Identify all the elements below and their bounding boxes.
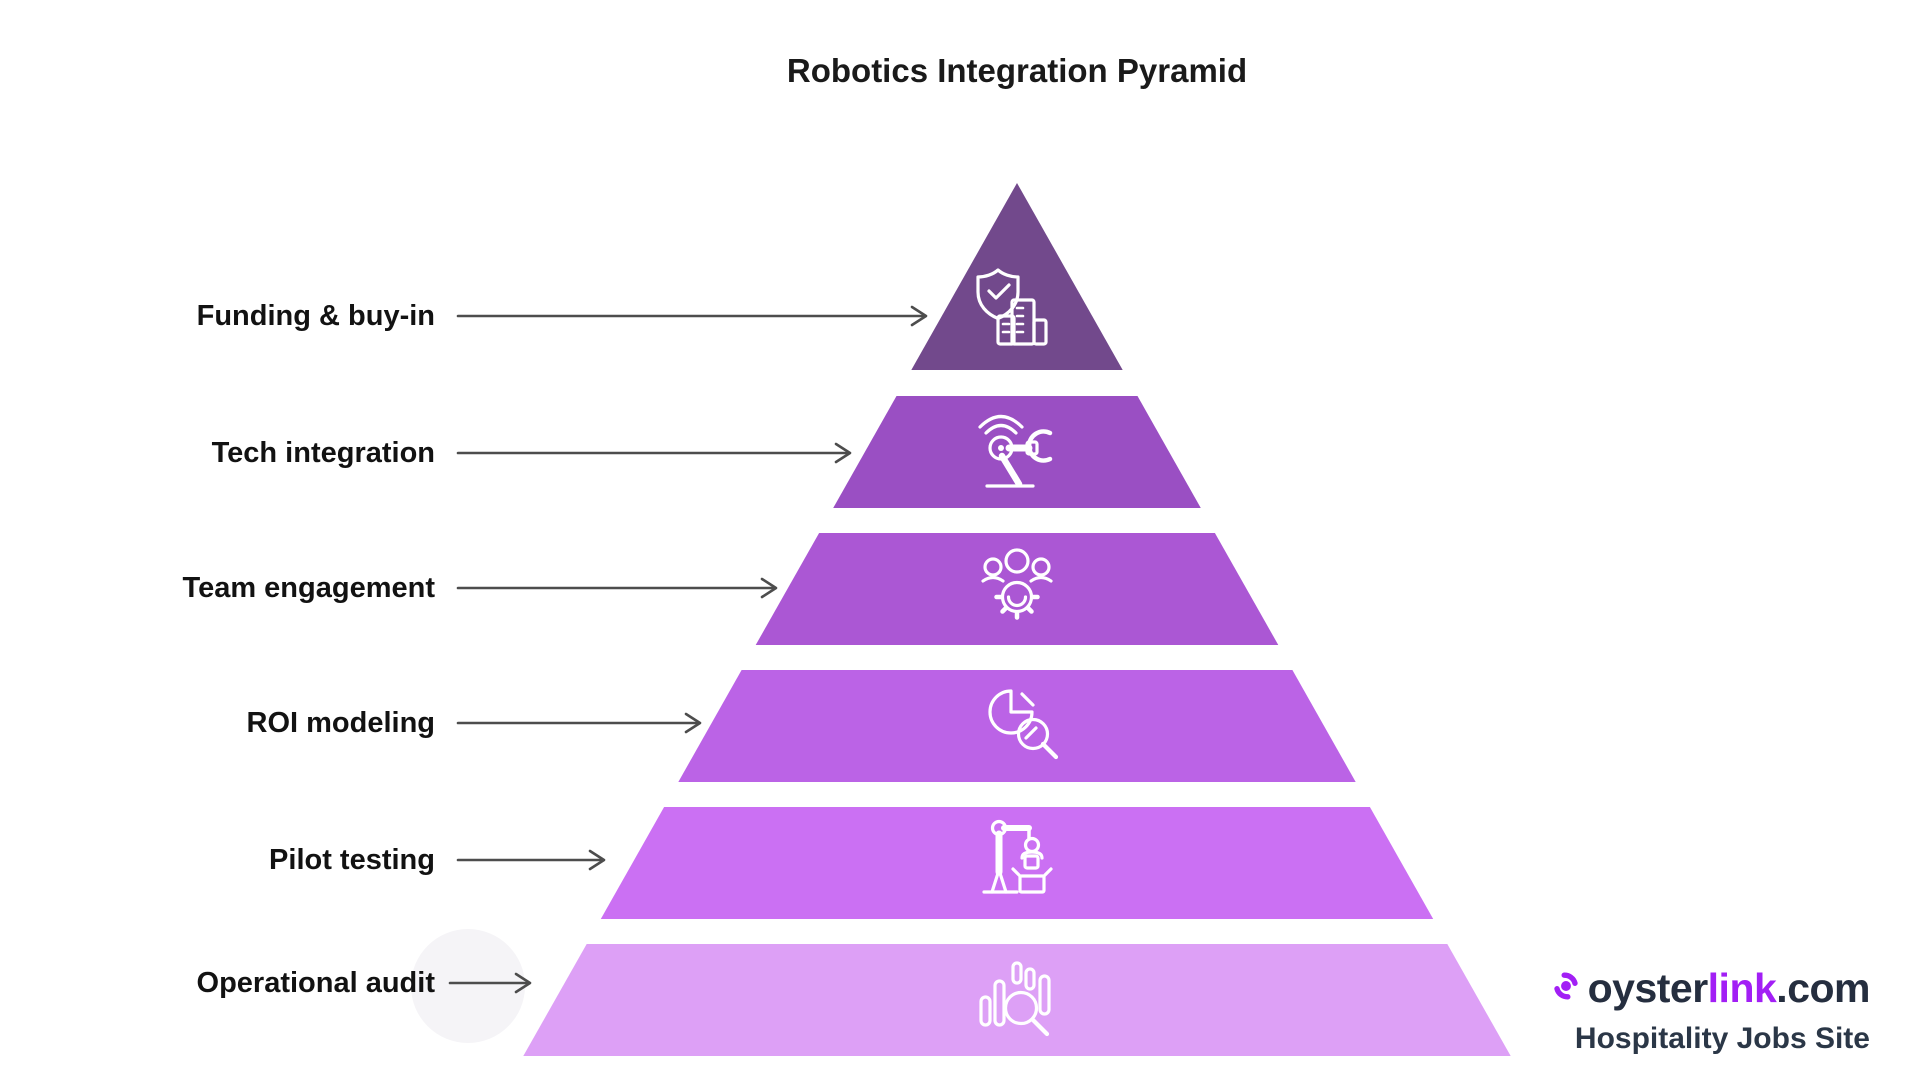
logo-tagline: Hospitality Jobs Site	[1574, 1022, 1870, 1055]
level-label-team-engagement: Team engagement	[182, 572, 435, 604]
shield-check-building-icon	[976, 268, 1048, 346]
logo-domain: .com	[1776, 965, 1870, 1011]
logo-wordmark: oysterlink.com	[1587, 965, 1871, 1011]
oysterlink-logo: oysterlink.com	[1548, 966, 1870, 1010]
page-title: Robotics Integration Pyramid	[786, 52, 1248, 89]
oysterlink-pearl-icon	[1553, 972, 1578, 1000]
pyramid-level-team-engagement	[755, 533, 1279, 645]
team-gear-icon	[981, 548, 1053, 620]
level-label-roi-modeling: ROI modeling	[246, 707, 436, 739]
level-label-pilot-testing: Pilot testing	[269, 844, 435, 876]
background-watermark-circle	[411, 929, 525, 1043]
logo-link: link	[1707, 965, 1777, 1011]
pyramid-level-roi-modeling	[678, 670, 1356, 782]
pyramid-level-operational-audit	[523, 944, 1511, 1056]
level-label-operational-audit: Operational audit	[196, 967, 435, 999]
robot-arm-packing-box-icon	[982, 819, 1053, 894]
level-label-funding: Funding & buy-in	[196, 300, 435, 332]
pyramid-level-tech-integration	[833, 396, 1201, 508]
robotic-arm-signal-icon	[978, 414, 1053, 488]
pyramid-level-pilot-testing	[600, 807, 1434, 919]
logo-oyster: oyster	[1587, 965, 1709, 1011]
bar-chart-magnifier-icon	[979, 961, 1051, 1037]
level-label-tech-integration: Tech integration	[211, 437, 435, 469]
pie-chart-magnifier-icon	[988, 689, 1059, 760]
